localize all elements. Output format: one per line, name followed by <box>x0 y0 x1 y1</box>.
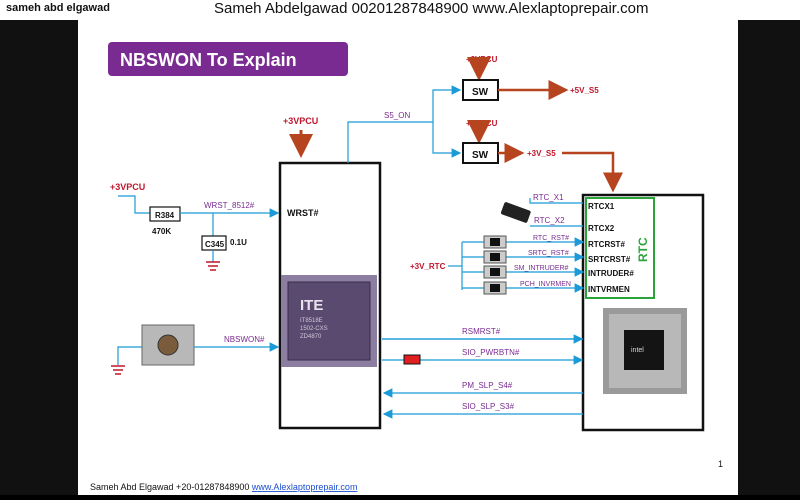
ground-icon <box>206 261 220 271</box>
net-sm-intruder: SM_INTRUDER# <box>514 265 569 272</box>
net-pm-slp-s4: PM_SLP_S4# <box>462 381 513 390</box>
rail-left-3vpcu: +3VPCU <box>110 182 145 192</box>
capacitor-c345 <box>201 235 227 251</box>
ground-icon <box>111 365 125 375</box>
banner-text: Sameh Abdelgawad 00201287848900 www.Alex… <box>214 0 649 17</box>
resistor-r384 <box>149 206 181 222</box>
channel-label: sameh abd elgawad <box>6 2 110 14</box>
pch-pin-srtcrst: SRTCRST# <box>588 255 631 264</box>
rail-3v-rtc: +3V_RTC <box>410 262 446 271</box>
net-pch-invrmen: PCH_INVRMEN <box>520 281 571 288</box>
wire-s5-on <box>347 121 433 163</box>
crystal-icon <box>501 202 531 223</box>
right-letterbox <box>738 20 800 495</box>
wire-3vpcu-r384 <box>118 195 150 214</box>
rail-ec-3vpcu: +3VPCU <box>283 116 318 126</box>
ec-chip-mark2: 1502-CXS <box>300 326 328 332</box>
net-wrst-8512: WRST_8512# <box>204 201 255 210</box>
ec-chip-logo: ITE <box>300 297 323 314</box>
c345-ref: C345 <box>205 240 225 249</box>
pch-pin-rtcx2: RTCX2 <box>588 224 615 233</box>
diode-icon <box>403 354 421 365</box>
r384-value: 470K <box>152 227 171 236</box>
net-rtc-rst: RTC_RST# <box>533 235 569 242</box>
power-button-icon <box>141 324 195 366</box>
net-srtc-rst: SRTC_RST# <box>528 250 569 257</box>
net-3v-s5: +3V_S5 <box>527 149 556 158</box>
sw1-label: SW <box>472 87 489 98</box>
pch-chip-image: intel <box>603 308 687 394</box>
net-rtc-x1: RTC_X1 <box>533 193 564 202</box>
sw2-label: SW <box>472 150 489 161</box>
ec-chip-ite: ITE IT8518E 1502-CXS ZD4870 <box>281 275 377 367</box>
net-nbswon: NBSWON# <box>224 335 265 344</box>
r384-ref: R384 <box>155 211 175 220</box>
c345-value: 0.1U <box>230 238 247 247</box>
net-s5-on: S5_ON <box>384 111 410 120</box>
rtc-label: RTC <box>636 237 650 262</box>
page-number: 1 <box>718 459 723 469</box>
ec-pin-wrst: WRST# <box>287 208 319 218</box>
pullup-resistors <box>462 235 585 295</box>
pch-chip-mark: intel <box>631 347 644 354</box>
net-sio-slp-s3: SIO_SLP_S3# <box>462 402 515 411</box>
net-5v-s5: +5V_S5 <box>570 86 599 95</box>
rtc-block <box>585 197 655 299</box>
top-banner: sameh abd elgawad Sameh Abdelgawad 00201… <box>0 0 800 20</box>
footer-link[interactable]: www.Alexlaptoprepair.com <box>251 482 358 492</box>
rail-sw1-3vpcu: +3VPCU <box>466 55 498 64</box>
ec-chip-mark1: IT8518E <box>300 318 323 324</box>
left-letterbox <box>0 20 78 495</box>
ec-chip-mark3: ZD4870 <box>300 334 322 340</box>
net-sio-pwrbtn: SIO_PWRBTN# <box>462 348 520 357</box>
slide: NBSWON To Explain +3VPCU R384 470K WRST_… <box>78 20 738 495</box>
net-rtc-x2: RTC_X2 <box>534 216 565 225</box>
net-rsmrst: RSMRST# <box>462 327 501 336</box>
rail-sw2-3vpcu: +3VPCU <box>466 119 498 128</box>
nbswon-diagram: NBSWON To Explain +3VPCU R384 470K WRST_… <box>90 42 723 492</box>
pch-pin-intruder: INTRUDER# <box>588 269 634 278</box>
slide-title: NBSWON To Explain <box>120 50 297 70</box>
footer-text: Sameh Abd Elgawad +20-01287848900 www.Al… <box>90 482 357 492</box>
pch-pin-rtcrst: RTCRST# <box>588 240 625 249</box>
title-box <box>108 42 348 76</box>
pch-pin-intvrmen: INTVRMEN <box>588 285 630 294</box>
pch-pin-rtcx1: RTCX1 <box>588 202 615 211</box>
